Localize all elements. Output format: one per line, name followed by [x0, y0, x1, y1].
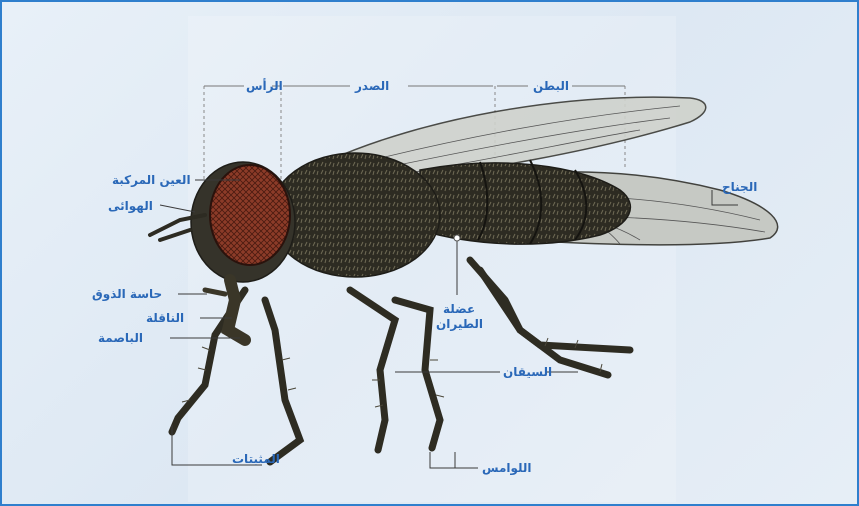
label-labellum: الباصمة	[98, 331, 143, 345]
fly-thorax	[270, 153, 440, 277]
segment-label-head: الرأس	[246, 79, 283, 93]
label-antenna: الهوائى	[108, 199, 153, 213]
fly-palp	[205, 290, 225, 294]
label-flight-muscle-line2: الطيران	[436, 317, 483, 331]
label-pulvilli: المثبتات	[232, 452, 280, 466]
label-proboscis: الناقلة	[146, 311, 184, 325]
label-claws: اللوامس	[482, 461, 532, 475]
segment-label-abdomen: البطن	[533, 79, 569, 93]
fly-legs	[172, 260, 630, 462]
label-legs: السيقان	[503, 365, 552, 379]
label-flight-muscle-line1: عضلة	[443, 302, 475, 316]
label-palp: حاسة الذوق	[92, 287, 162, 301]
segment-label-thorax: الصدر	[355, 79, 389, 93]
label-compound-eye: العين المركبة	[112, 173, 191, 187]
label-wing: الجناح	[722, 180, 757, 194]
